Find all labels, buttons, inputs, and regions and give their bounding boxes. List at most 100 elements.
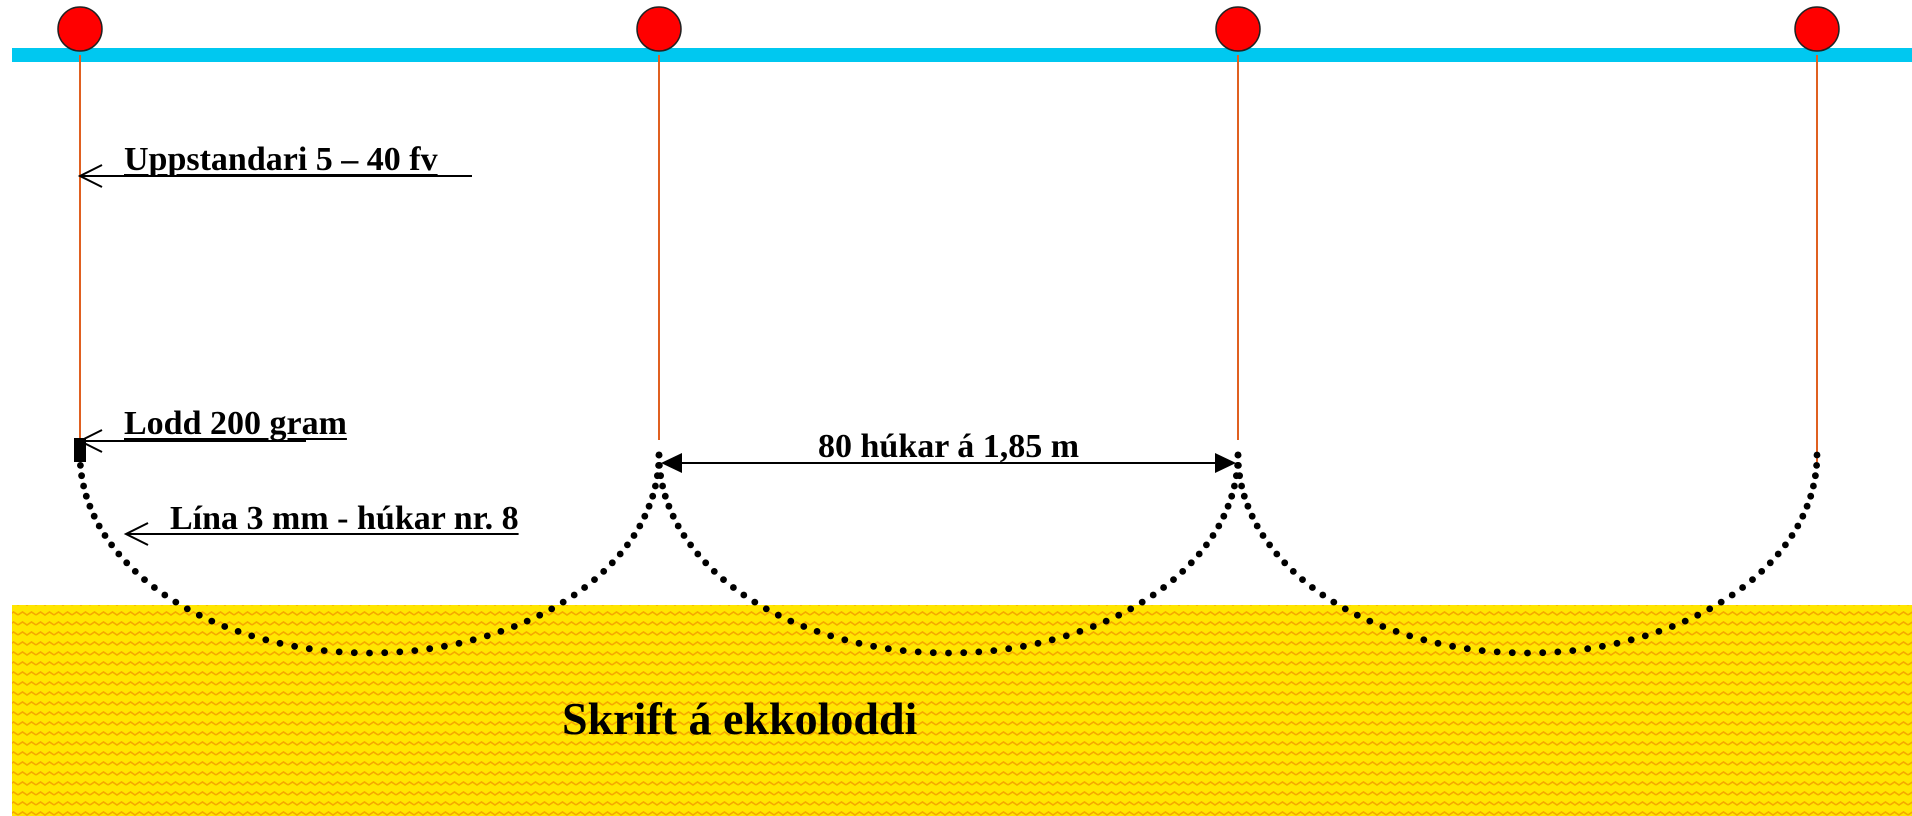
hook-dot	[990, 647, 998, 654]
hook-dot	[1220, 512, 1228, 520]
hook-dot	[1788, 532, 1796, 539]
hook-dot	[960, 649, 968, 657]
weight-label: Lodd 200 gram	[124, 405, 347, 442]
hook-dot	[687, 541, 694, 549]
hook-dot	[1187, 559, 1195, 567]
spacing-dimension-icon	[661, 453, 1236, 473]
hook-dot	[366, 649, 373, 657]
hook-dot	[548, 605, 556, 613]
hook-dot	[1681, 617, 1689, 625]
hook-dot	[1493, 648, 1501, 656]
hook-dot	[1244, 502, 1252, 510]
hook-dot	[1434, 639, 1442, 647]
hook-dot	[1706, 605, 1714, 613]
hook-dot	[151, 584, 158, 591]
hook-dot	[1089, 623, 1097, 630]
pointer-arrow-icon	[123, 522, 496, 546]
hook-dot	[751, 598, 759, 606]
hook-dot	[86, 502, 94, 510]
hook-dot	[1076, 628, 1084, 635]
hook-dot	[195, 611, 203, 619]
hook-dot	[1392, 628, 1400, 635]
hook-dot	[581, 584, 588, 591]
hook-dot	[1273, 550, 1281, 558]
hook-dot	[1170, 576, 1177, 583]
hook-dot	[234, 628, 242, 635]
hook-dot	[350, 649, 358, 657]
hook-dot	[1758, 568, 1766, 575]
hook-dot	[183, 605, 191, 613]
hook-dot	[497, 628, 505, 635]
hook-dot	[1248, 512, 1256, 520]
hook-dot	[1584, 645, 1592, 653]
hook-dot	[1341, 605, 1349, 613]
hook-dot	[1599, 642, 1606, 650]
hook-dot	[680, 532, 688, 539]
hook-dot	[855, 639, 863, 647]
hook-dot	[899, 647, 907, 654]
hook-dot	[636, 522, 644, 530]
hook-dot	[1728, 591, 1736, 599]
buoy-icon	[1215, 6, 1261, 52]
hook-dot	[1062, 632, 1070, 640]
hook-dot	[1138, 598, 1146, 606]
hook-dot	[1810, 482, 1817, 490]
hook-dot	[656, 462, 663, 469]
hook-dot	[1569, 647, 1577, 654]
hook-dot	[1508, 649, 1516, 657]
hook-dot	[1253, 522, 1261, 530]
hook-dot	[1807, 492, 1815, 500]
hook-dot	[1406, 632, 1414, 640]
hook-dot	[659, 482, 666, 490]
hook-dot	[929, 649, 937, 657]
line-label: Lína 3 mm - húkar nr. 8	[170, 500, 519, 537]
hook-dot	[720, 576, 727, 583]
hook-dot	[1668, 623, 1676, 630]
hook-dot	[1102, 617, 1110, 625]
hook-dot	[1240, 492, 1248, 500]
hook-dot	[76, 451, 84, 459]
hook-dot	[1289, 568, 1297, 575]
seabed-area	[12, 605, 1912, 816]
hook-dot	[208, 617, 216, 625]
hook-dot	[559, 598, 567, 606]
hook-dot	[1554, 648, 1562, 656]
hook-dot	[262, 636, 270, 644]
hook-dot	[1539, 649, 1547, 657]
hook-dot	[1813, 462, 1820, 469]
hook-dot	[1449, 642, 1456, 650]
hook-dot	[1179, 568, 1187, 575]
hook-dot	[1228, 492, 1236, 500]
buoy-icon	[1794, 6, 1840, 52]
hook-dot	[1215, 522, 1223, 530]
hook-dot	[645, 502, 653, 510]
hook-dot	[762, 605, 770, 613]
pointer-arrow-icon	[77, 164, 472, 188]
hook-dot	[1655, 628, 1663, 635]
hook-dot	[655, 451, 663, 459]
hook-dot	[82, 492, 90, 500]
hook-dot	[95, 522, 103, 530]
hook-dot	[813, 628, 821, 635]
hook-dot	[123, 559, 131, 567]
hook-dot	[787, 617, 795, 625]
seabed-label: Skrift á ekkoloddi	[562, 693, 918, 744]
hook-dot	[694, 550, 702, 558]
hook-dot	[1034, 639, 1042, 647]
hook-dot	[426, 645, 434, 653]
hook-dot	[1231, 482, 1238, 490]
hook-dot	[1299, 576, 1306, 583]
hook-dot	[1238, 482, 1245, 490]
hook-dot	[1224, 502, 1232, 510]
hook-dot	[800, 623, 808, 630]
hook-dot	[665, 502, 673, 510]
hook-dot	[115, 550, 123, 558]
hook-dot	[1281, 559, 1289, 567]
hook-dot	[469, 636, 477, 644]
hook-dot	[483, 632, 491, 640]
hook-dot	[80, 482, 87, 490]
hook-dot	[884, 645, 892, 653]
hook-dot	[1803, 502, 1811, 510]
hook-dot	[652, 482, 659, 490]
